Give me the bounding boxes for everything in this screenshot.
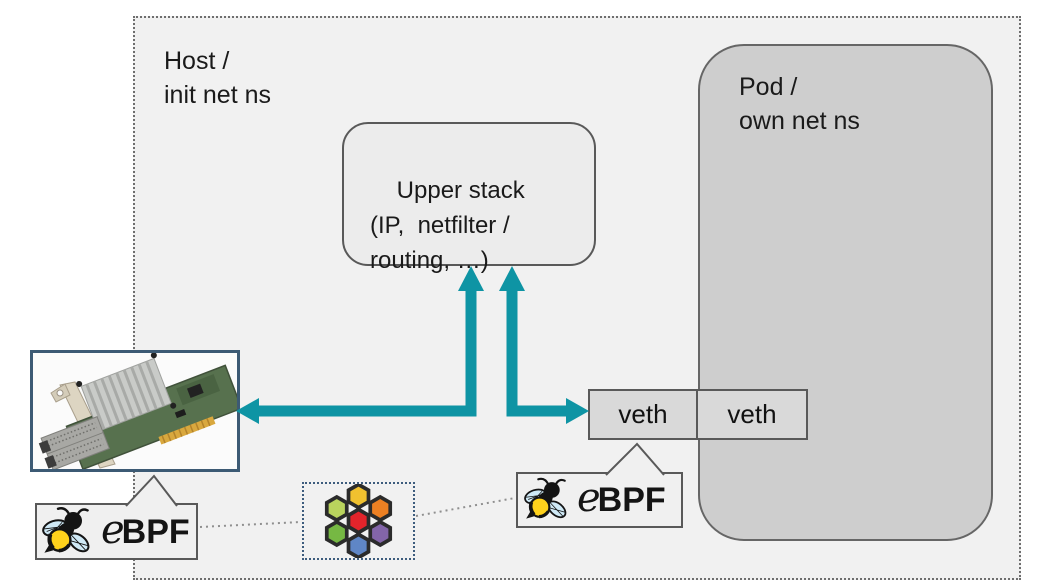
pod-netns-box <box>698 44 993 541</box>
nic-photo-box <box>30 350 243 472</box>
veth-pod-box: veth <box>698 389 808 440</box>
hexagon-center <box>346 507 371 535</box>
ebpf-logo-text: e BPF <box>101 506 190 553</box>
upper-stack-box: Upper stack (IP, netfilter / routing, …) <box>342 122 596 274</box>
network-interface-card-photo <box>33 352 243 471</box>
bee-icon <box>524 477 567 519</box>
ebpf-badge-veth: e BPF <box>516 472 683 528</box>
hexagon-lower-left <box>324 519 349 548</box>
ebpf-logo-text: e BPF <box>577 475 666 521</box>
ebpf-logo-bpf: BPF <box>121 512 190 551</box>
hexagon-lower-right <box>368 519 393 548</box>
host-netns-label: Host / init net ns <box>164 47 272 109</box>
nic-pcie-edge <box>158 416 216 445</box>
hexagon-upper-right <box>368 494 393 523</box>
hexagon-bottom <box>346 532 371 560</box>
veth-pod-label: veth <box>727 399 777 429</box>
hexagon-upper-left <box>324 494 349 523</box>
upper-stack-label: Upper stack (IP, netfilter / routing, …) <box>370 177 525 274</box>
hexagon-cluster-box <box>302 482 415 560</box>
bee-icon <box>42 506 90 553</box>
ebpf-badge-nic: e BPF <box>35 503 198 560</box>
ebpf-logo-bpf: BPF <box>597 481 666 519</box>
ebpf-logo-e: e <box>577 475 601 521</box>
ebpf-logo-e: e <box>101 506 125 553</box>
pod-netns-label: Pod / own net ns <box>739 73 860 135</box>
hexagon-top <box>346 482 371 510</box>
veth-host-box: veth <box>588 389 698 440</box>
hexagon-cluster-icon <box>324 482 393 560</box>
veth-host-label: veth <box>618 399 668 429</box>
